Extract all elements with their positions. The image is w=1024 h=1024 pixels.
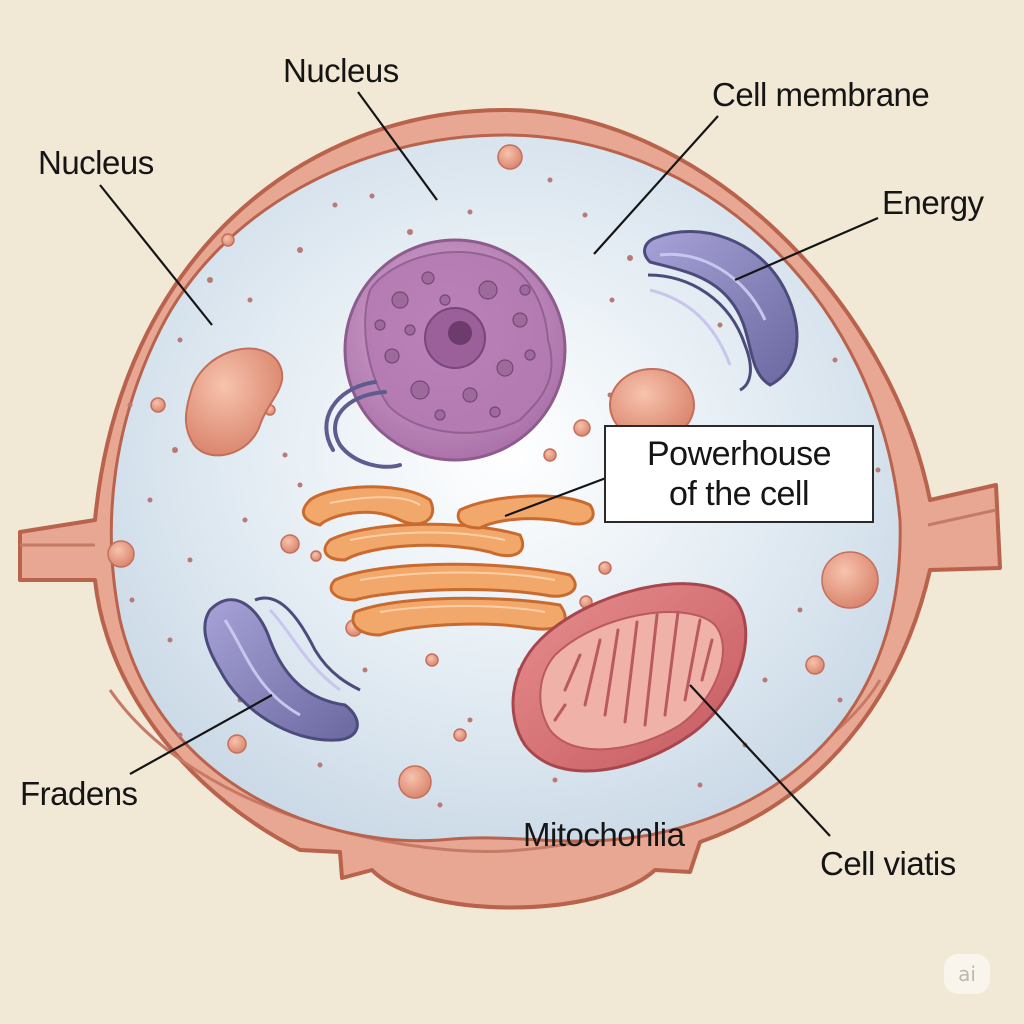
leader-nucleus-left	[99, 184, 213, 326]
leader-nucleus-top	[357, 91, 438, 201]
callout-line-2: of the cell	[668, 475, 810, 513]
leader-energy	[734, 216, 879, 282]
label-nucleus-left: Nucleus	[38, 144, 154, 181]
vacuole-left	[184, 347, 284, 457]
leader-cell-viatis	[689, 684, 831, 837]
label-leader-lines	[99, 91, 879, 837]
powerhouse-callout: Powerhouse of the cell	[604, 425, 874, 523]
label-cell-viatis: Cell viatis	[820, 845, 956, 882]
vesicles	[107, 144, 879, 799]
label-nucleus-top: Nucleus	[283, 52, 399, 89]
watermark-text: ai	[958, 962, 976, 986]
leader-powerhouse	[504, 476, 607, 518]
label-fradens: Fradens	[20, 775, 138, 812]
label-mitochonlia: Mitochonlia	[523, 816, 685, 853]
endoplasmic-curl	[324, 380, 402, 469]
leader-fradens	[129, 694, 273, 775]
label-energy: Energy	[882, 184, 984, 221]
er-bottom-left	[203, 596, 361, 742]
callout-line-1: Powerhouse	[646, 435, 832, 473]
ai-watermark: ai	[944, 954, 990, 994]
nucleus-organelle	[343, 238, 567, 462]
mitochondrion	[511, 582, 748, 773]
label-cell-membrane: Cell membrane	[712, 76, 930, 113]
cytoplasm-granules	[127, 177, 881, 808]
leader-cell-membrane	[593, 115, 719, 255]
